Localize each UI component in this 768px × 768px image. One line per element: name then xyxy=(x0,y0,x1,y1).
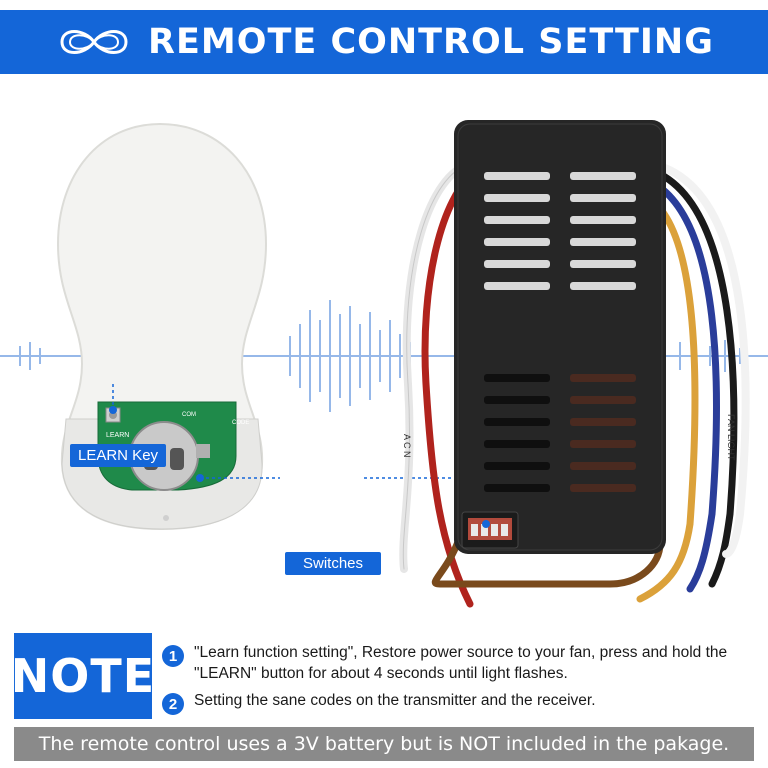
battery-notice-footer: The remote control uses a 3V battery but… xyxy=(14,727,754,761)
pcb-learn-label: LEARN xyxy=(106,432,129,439)
receiver-wires xyxy=(399,160,750,608)
note-text: Setting the sane codes on the transmitte… xyxy=(194,692,596,709)
header-banner: REMOTE CONTROL SETTING xyxy=(0,10,768,74)
note-item: 1 "Learn function setting", Restore powe… xyxy=(162,642,754,684)
note-label-box: NOTE xyxy=(10,633,156,719)
wire-label-fan-light: FAN LIGHT xyxy=(726,414,736,461)
product-scene: LEARN COM CODE xyxy=(0,120,768,608)
product-illustration: LEARN COM CODE xyxy=(0,84,768,624)
note-item: 2 Setting the sane codes on the transmit… xyxy=(162,690,754,715)
switch-marker xyxy=(196,474,204,482)
receiver-switch-marker xyxy=(482,520,490,528)
switches-callout: Switches xyxy=(285,552,382,575)
note-text: "Learn function setting", Restore power … xyxy=(194,644,728,682)
pcb-com-label: COM xyxy=(182,412,196,418)
pcb-code-label: CODE xyxy=(232,420,249,426)
footer-text: The remote control uses a 3V battery but… xyxy=(38,733,730,755)
remote-transmitter: LEARN COM CODE xyxy=(56,122,268,531)
page-title: REMOTE CONTROL SETTING xyxy=(148,22,714,62)
note-number-badge: 1 xyxy=(162,645,184,667)
receiver-box xyxy=(454,120,666,554)
infinity-logo-icon xyxy=(60,30,128,54)
note-label: NOTE xyxy=(10,649,156,703)
note-number-badge: 2 xyxy=(162,693,184,715)
wire-label-acn: A C N xyxy=(402,434,412,458)
learn-key-callout: LEARN Key xyxy=(70,444,167,467)
learn-key-marker xyxy=(109,406,117,414)
